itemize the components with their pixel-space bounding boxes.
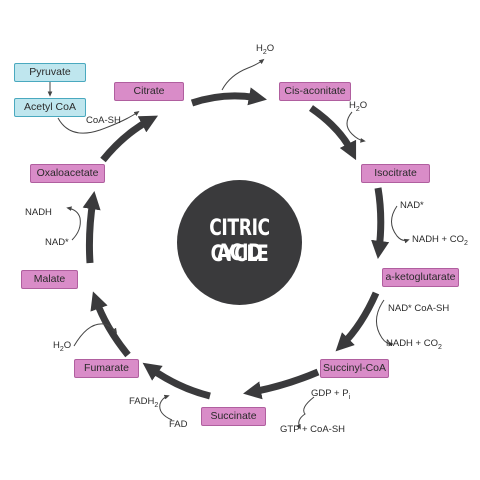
coa-sh-label: CoA-SH bbox=[86, 115, 121, 126]
arrow-aketoglutarate-to-succinylcoa bbox=[335, 291, 380, 352]
succinyl-coa-box: Succinyl-CoA bbox=[320, 359, 389, 378]
fad-label: FAD bbox=[169, 419, 188, 430]
gdp-pi-label: GDP + Pi bbox=[311, 388, 351, 401]
pyruvate-box: Pyruvate bbox=[14, 63, 86, 82]
arrow-succinate-to-fumarate bbox=[142, 362, 211, 400]
center-title-line1: CITRIC ACID bbox=[209, 216, 270, 266]
arrow-coa-sh-out bbox=[57, 110, 140, 134]
arrow-h2o-left-in bbox=[73, 323, 117, 347]
arrow-isocitrate-to-aketoglutarate bbox=[371, 187, 390, 260]
arrow-nadh-co2-1-out bbox=[391, 205, 410, 244]
arrow-fadh2-out bbox=[159, 394, 173, 421]
arrow-nadh-co2-2-out bbox=[376, 299, 394, 347]
nad-in-1-label: NAD* bbox=[400, 200, 424, 211]
h2o-top-label: H2O bbox=[256, 43, 275, 56]
oxaloacetate-box: Oxaloacetate bbox=[30, 164, 105, 183]
nadh-left-label: NADH bbox=[25, 207, 52, 218]
nadh-co2-2-label: NADH + CO2 bbox=[386, 338, 442, 351]
fadh2-label: FADH2 bbox=[129, 396, 159, 409]
arrow-fumarate-to-malate bbox=[90, 291, 131, 358]
center-title-line2: CYCLE bbox=[210, 242, 269, 267]
acetyl-coa-box: Acetyl CoA bbox=[14, 98, 86, 117]
fumarate-box: Fumarate bbox=[74, 359, 139, 378]
arrow-succinylcoa-to-succinate bbox=[243, 368, 320, 400]
center-title-circle: CITRIC ACID CYCLE bbox=[177, 180, 302, 305]
cis-aconitate-box: Cis-aconitate bbox=[279, 82, 351, 101]
arrow-gtp-coa-out bbox=[296, 396, 315, 430]
succinate-box: Succinate bbox=[201, 407, 266, 426]
malate-box: Malate bbox=[21, 270, 78, 289]
arrow-citrate-to-cisaconitate bbox=[190, 87, 267, 107]
nadh-co2-1-label: NADH + CO2 bbox=[412, 234, 468, 247]
nad-left-label: NAD* bbox=[45, 237, 69, 248]
a-ketoglutarate-box: a-ketoglutarate bbox=[382, 268, 459, 287]
h2o-right-label: H2O bbox=[349, 100, 368, 113]
gtp-coa-label: GTP + CoA-SH bbox=[280, 424, 346, 435]
citrate-box: Citrate bbox=[114, 82, 184, 101]
isocitrate-box: Isocitrate bbox=[361, 164, 430, 183]
arrow-malate-to-oxaloacetate bbox=[82, 191, 101, 264]
arrow-h2o-right-in bbox=[346, 111, 366, 143]
arrow-h2o-top-out bbox=[221, 58, 265, 91]
h2o-left-label: H2O bbox=[53, 340, 72, 353]
nad-coa-in-label: NAD* CoA-SH bbox=[388, 303, 450, 314]
arrow-nadh-left-out bbox=[66, 206, 81, 241]
arrow-oxaloacetate-to-citrate bbox=[100, 115, 159, 163]
arrow-cisaconitate-to-isocitrate bbox=[309, 105, 357, 161]
